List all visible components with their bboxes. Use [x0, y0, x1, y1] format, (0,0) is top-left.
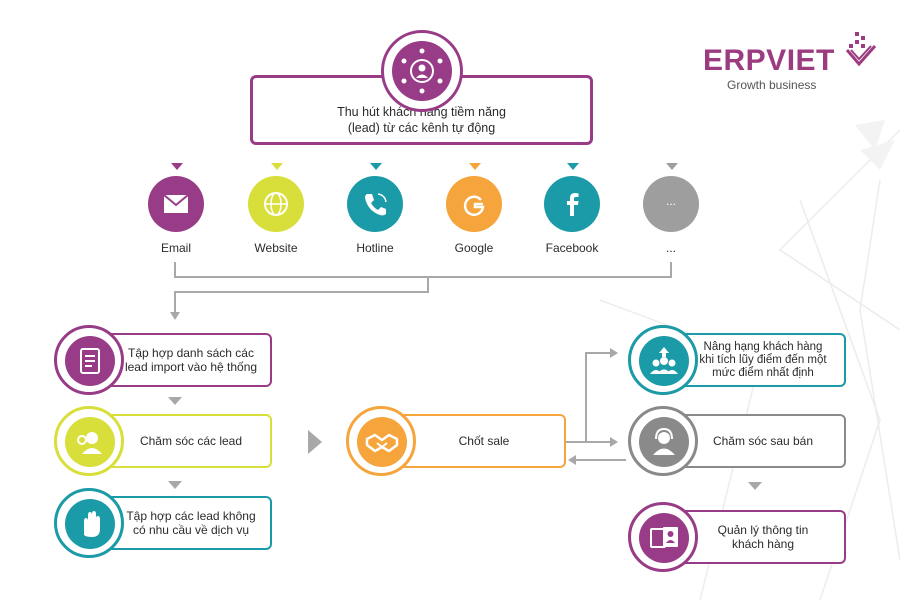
email-marker	[171, 163, 183, 170]
brand-tagline: Growth business	[727, 78, 817, 92]
lead-capture-badge	[381, 30, 463, 112]
facebook-label: Facebook	[545, 241, 599, 255]
globe-icon	[264, 192, 288, 216]
email-label: Email	[160, 241, 191, 255]
customer-info-line1: Quản lý thông tin	[717, 523, 809, 537]
checklist-icon	[65, 336, 115, 386]
lead-care-badge	[54, 406, 124, 476]
after-sale-badge	[628, 406, 698, 476]
upgrade-line3: mức điểm nhất định	[712, 366, 814, 379]
profile-card-icon	[639, 513, 689, 563]
hotline-marker	[370, 163, 382, 170]
lead-import-badge	[54, 325, 124, 395]
after-sale-label: Chăm sóc sau bán	[712, 434, 814, 448]
upgrade-customer-badge	[628, 325, 698, 395]
website-marker	[271, 163, 283, 170]
google-marker	[469, 163, 481, 170]
email-channel	[148, 176, 204, 232]
customer-info-line2: khách hàng	[731, 537, 795, 551]
phone-icon	[365, 193, 387, 216]
facebook-channel	[544, 176, 600, 232]
support-agent-icon	[639, 417, 689, 467]
no-need-leads-box: Tập hợp các lead không có nhu cầu về dịc…	[92, 496, 272, 550]
close-sale-badge	[346, 406, 416, 476]
upgrade-group-icon	[639, 336, 689, 386]
hotline-channel	[347, 176, 403, 232]
more-label: ...	[665, 241, 676, 255]
brand-name: ERPVIET	[703, 44, 835, 77]
google-channel	[446, 176, 502, 232]
facebook-icon	[567, 193, 579, 216]
customer-info-badge	[628, 502, 698, 572]
google-icon	[463, 195, 485, 216]
brand-logo: ERPVIET Growth business	[703, 32, 893, 92]
close-sale-label: Chốt sale	[458, 434, 510, 448]
website-channel	[248, 176, 304, 232]
handshake-icon	[357, 417, 407, 467]
no-need-line1: Tập hợp các lead không	[126, 509, 256, 523]
more-icon: ...	[665, 194, 676, 208]
google-label: Google	[454, 241, 494, 255]
customer-care-icon	[65, 417, 115, 467]
hotline-label: Hotline	[356, 241, 394, 255]
more-marker	[666, 163, 678, 170]
lead-capture-line2: (lead) từ các kênh tự động	[347, 121, 496, 135]
facebook-marker	[567, 163, 579, 170]
no-need-line2: có nhu cầu về dịch vụ	[132, 523, 250, 537]
envelope-icon	[163, 194, 189, 213]
stop-hand-icon	[65, 499, 115, 549]
lead-capture-line1: Thu hút khách hàng tiềm năng	[337, 105, 506, 119]
lead-import-line1: Tập hợp danh sách các	[128, 346, 254, 360]
no-need-badge	[54, 488, 124, 558]
network-people-icon	[392, 41, 452, 101]
website-label: Website	[254, 241, 298, 255]
upgrade-line2: khi tích lũy điểm đến một	[699, 353, 827, 366]
lead-care-label: Chăm sóc các lead	[139, 434, 243, 448]
upgrade-line1: Nâng hạng khách hàng	[703, 340, 823, 353]
lead-import-line2: lead import vào hệ thống	[124, 360, 258, 374]
more-channel: ...	[643, 176, 699, 232]
brand-diamond-icon	[845, 32, 877, 67]
